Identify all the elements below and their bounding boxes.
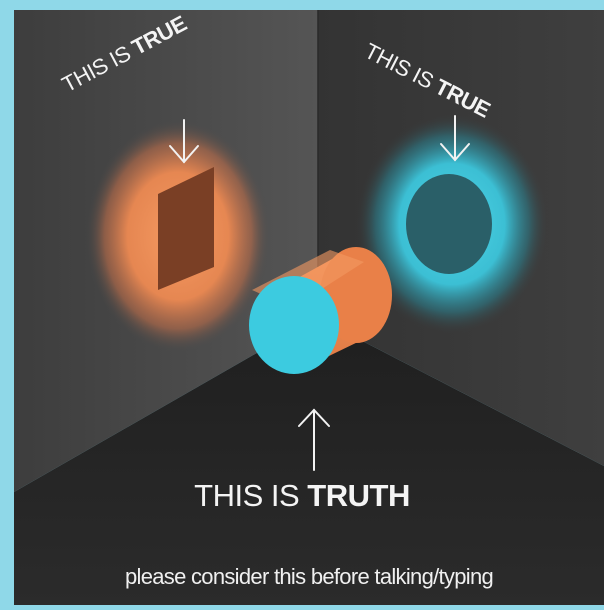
caption: please consider this before talking/typi… [14, 564, 604, 590]
label-emphasis: TRUTH [307, 478, 410, 513]
circle-shadow-icon [406, 174, 492, 274]
label-prefix: THIS IS [194, 478, 307, 513]
label-bottom: THIS IS TRUTH [0, 478, 604, 514]
